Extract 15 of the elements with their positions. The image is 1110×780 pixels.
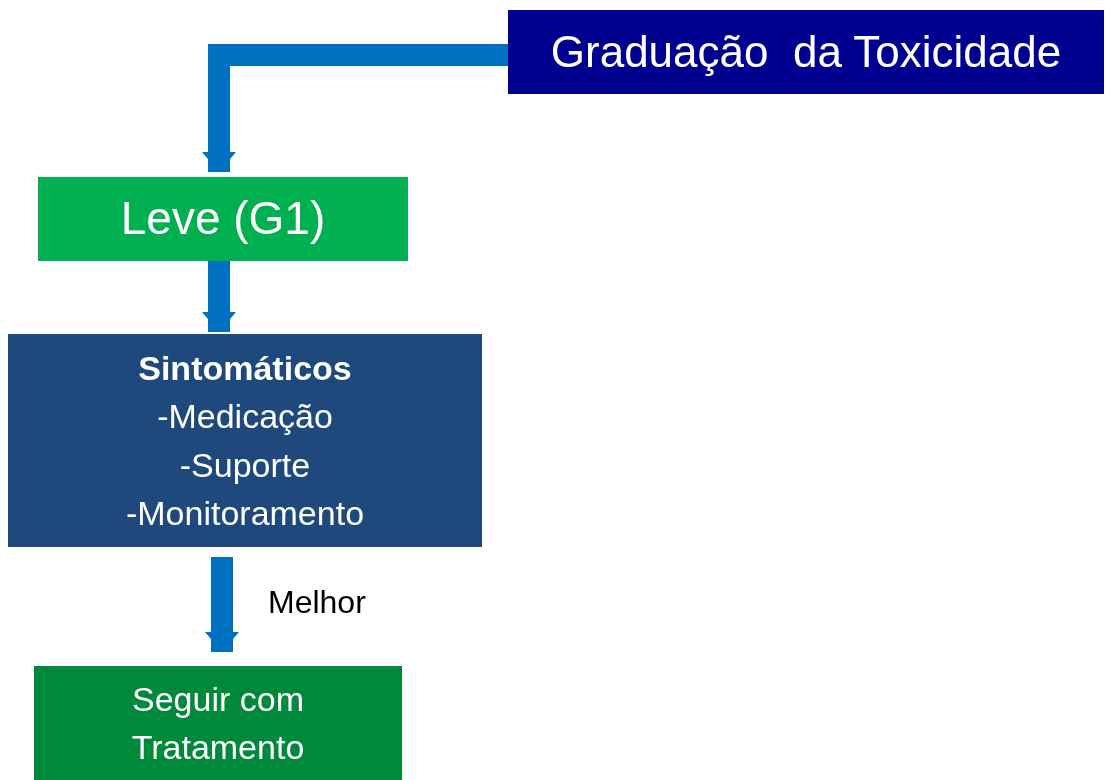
process-box [8, 334, 482, 547]
process-box [38, 177, 408, 261]
edge-label: Melhor [268, 584, 366, 621]
block-arrow [202, 261, 236, 332]
box-text: Leve (G1) [120, 191, 326, 247]
box-text: -Monitoramento [125, 492, 365, 534]
process-box [508, 10, 1104, 94]
box-heading: Sintomáticos [138, 347, 352, 389]
box-text: -Suporte [179, 444, 311, 486]
box-text: -Medicação [157, 396, 333, 438]
block-arrow [202, 44, 508, 172]
box-text: Seguir com Tratamento [130, 678, 306, 768]
process-box [34, 666, 402, 780]
block-arrow [205, 557, 239, 652]
box-text: Graduação da Toxicidade [550, 25, 1062, 78]
